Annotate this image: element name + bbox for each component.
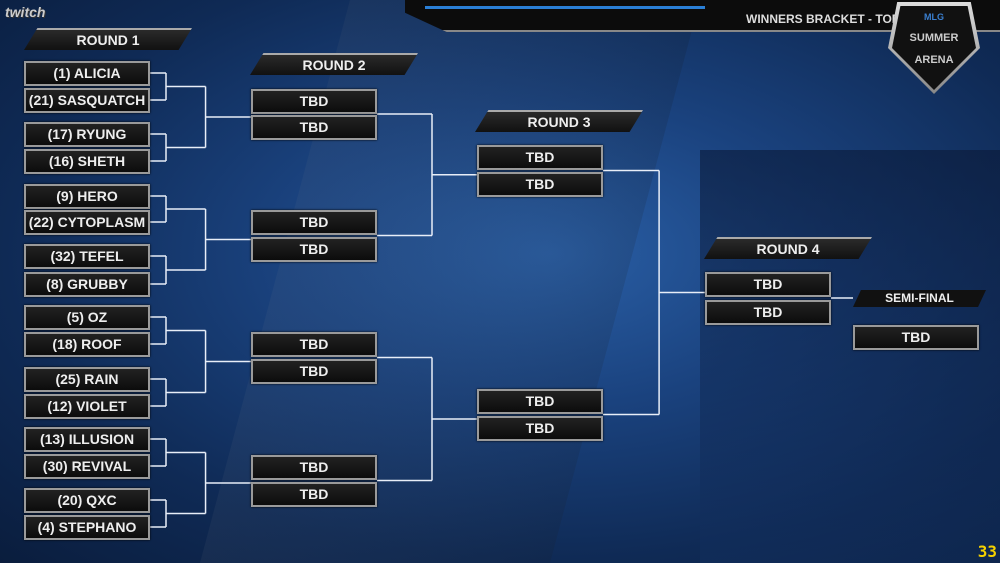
player-slot: TBD xyxy=(705,300,831,325)
player-slot: TBD xyxy=(477,389,603,414)
player-slot: (17) RYUNG xyxy=(24,122,150,147)
player-slot: TBD xyxy=(477,416,603,441)
round-3-header: ROUND 3 xyxy=(475,110,643,132)
semi-final-label: SEMI-FINAL xyxy=(853,290,986,307)
player-slot: (4) STEPHANO xyxy=(24,515,150,540)
player-slot: (20) QXC xyxy=(24,488,150,513)
player-slot: TBD xyxy=(251,332,377,357)
player-slot: (13) ILLUSION xyxy=(24,427,150,452)
player-slot: TBD xyxy=(251,455,377,480)
player-slot: TBD xyxy=(477,145,603,170)
bracket-title: WINNERS BRACKET - TOP xyxy=(746,12,900,26)
player-slot: (30) REVIVAL xyxy=(24,454,150,479)
round-4-header: ROUND 4 xyxy=(704,237,872,259)
player-slot: (21) SASQUATCH xyxy=(24,88,150,113)
player-slot: TBD xyxy=(251,210,377,235)
player-slot: (22) CYTOPLASM xyxy=(24,210,150,235)
player-slot: (18) ROOF xyxy=(24,332,150,357)
player-slot: (1) ALICIA xyxy=(24,61,150,86)
player-slot: (16) SHETH xyxy=(24,149,150,174)
progress-line xyxy=(425,6,705,9)
player-slot: (25) RAIN xyxy=(24,367,150,392)
semi-final-slot: TBD xyxy=(853,325,979,350)
player-slot: (8) GRUBBY xyxy=(24,272,150,297)
player-slot: (32) TEFEL xyxy=(24,244,150,269)
player-slot: (9) HERO xyxy=(24,184,150,209)
background-panel xyxy=(700,150,1000,563)
round-1-header: ROUND 1 xyxy=(24,28,192,50)
player-slot: TBD xyxy=(251,237,377,262)
player-slot: (12) VIOLET xyxy=(24,394,150,419)
player-slot: TBD xyxy=(251,482,377,507)
player-slot: TBD xyxy=(705,272,831,297)
player-slot: TBD xyxy=(251,359,377,384)
twitch-logo: twitch xyxy=(5,4,46,20)
round-2-header: ROUND 2 xyxy=(250,53,418,75)
player-slot: TBD xyxy=(477,172,603,197)
score-counter: 33 xyxy=(977,542,997,561)
player-slot: TBD xyxy=(251,115,377,140)
player-slot: (5) OZ xyxy=(24,305,150,330)
player-slot: TBD xyxy=(251,89,377,114)
